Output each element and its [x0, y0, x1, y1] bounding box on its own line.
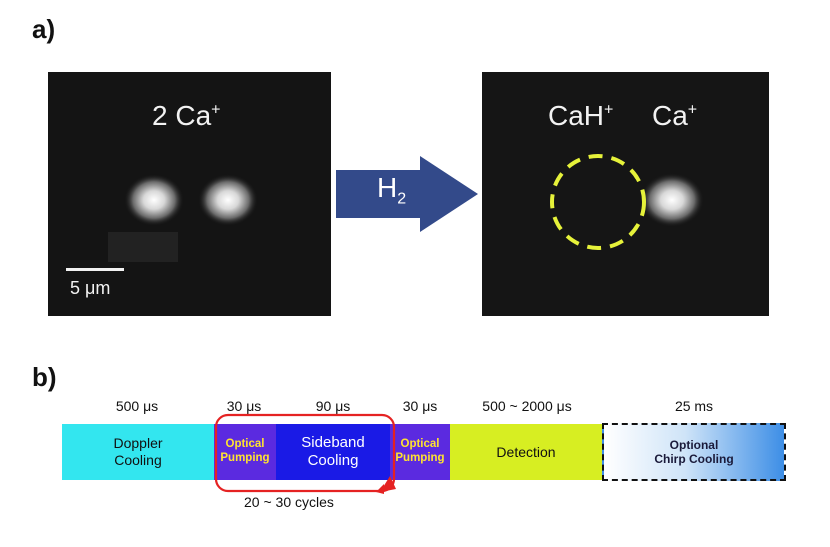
panel-b-label: b): [32, 362, 57, 392]
panel-a-label: a): [32, 14, 56, 44]
segment-optional-chirp-cooling: Optional Chirp Cooling: [602, 423, 786, 481]
ion-fluorescence-before: [48, 72, 331, 316]
duration-sideband: 90 μs: [315, 398, 351, 414]
dashed-circle-dark-ion: [550, 154, 646, 250]
ion-spot-2: [198, 174, 258, 226]
duration-optical-pumping-2: 30 μs: [402, 398, 438, 414]
segment-optical-pumping-1: Optical Pumping: [214, 424, 276, 480]
cycles-label: 20 ~ 30 cycles: [244, 494, 334, 510]
scale-bar: [66, 268, 124, 271]
segment-sideband-cooling: Sideband Cooling: [276, 424, 390, 480]
reaction-arrow-icon: [336, 156, 478, 232]
ion-label-ca: Ca+: [652, 100, 698, 131]
segment-doppler-cooling: Doppler Cooling: [62, 424, 214, 480]
ion-spot-ca: [640, 173, 704, 227]
duration-doppler: 500 μs: [115, 398, 159, 414]
scale-label: 5 μm: [70, 278, 111, 298]
ion-label-before: 2 Ca+: [152, 100, 221, 131]
ion-label-cah: CaH+: [548, 100, 614, 131]
segment-detection: Detection: [450, 424, 602, 480]
ion-image-before: 2 Ca+ 5 μm: [48, 72, 331, 316]
duration-chirp: 25 ms: [674, 398, 714, 414]
duration-detection: 500 ~ 2000 μs: [482, 398, 572, 414]
ion-spot-1: [124, 174, 184, 226]
duration-optical-pumping-1: 30 μs: [226, 398, 262, 414]
segment-optical-pumping-2: Optical Pumping: [390, 424, 450, 480]
cycle-loop-arrow: [214, 413, 396, 494]
reaction-label: H2: [377, 172, 407, 208]
ion-fluorescence-after: [482, 72, 769, 316]
ion-image-after: CaH+ Ca+: [482, 72, 769, 316]
